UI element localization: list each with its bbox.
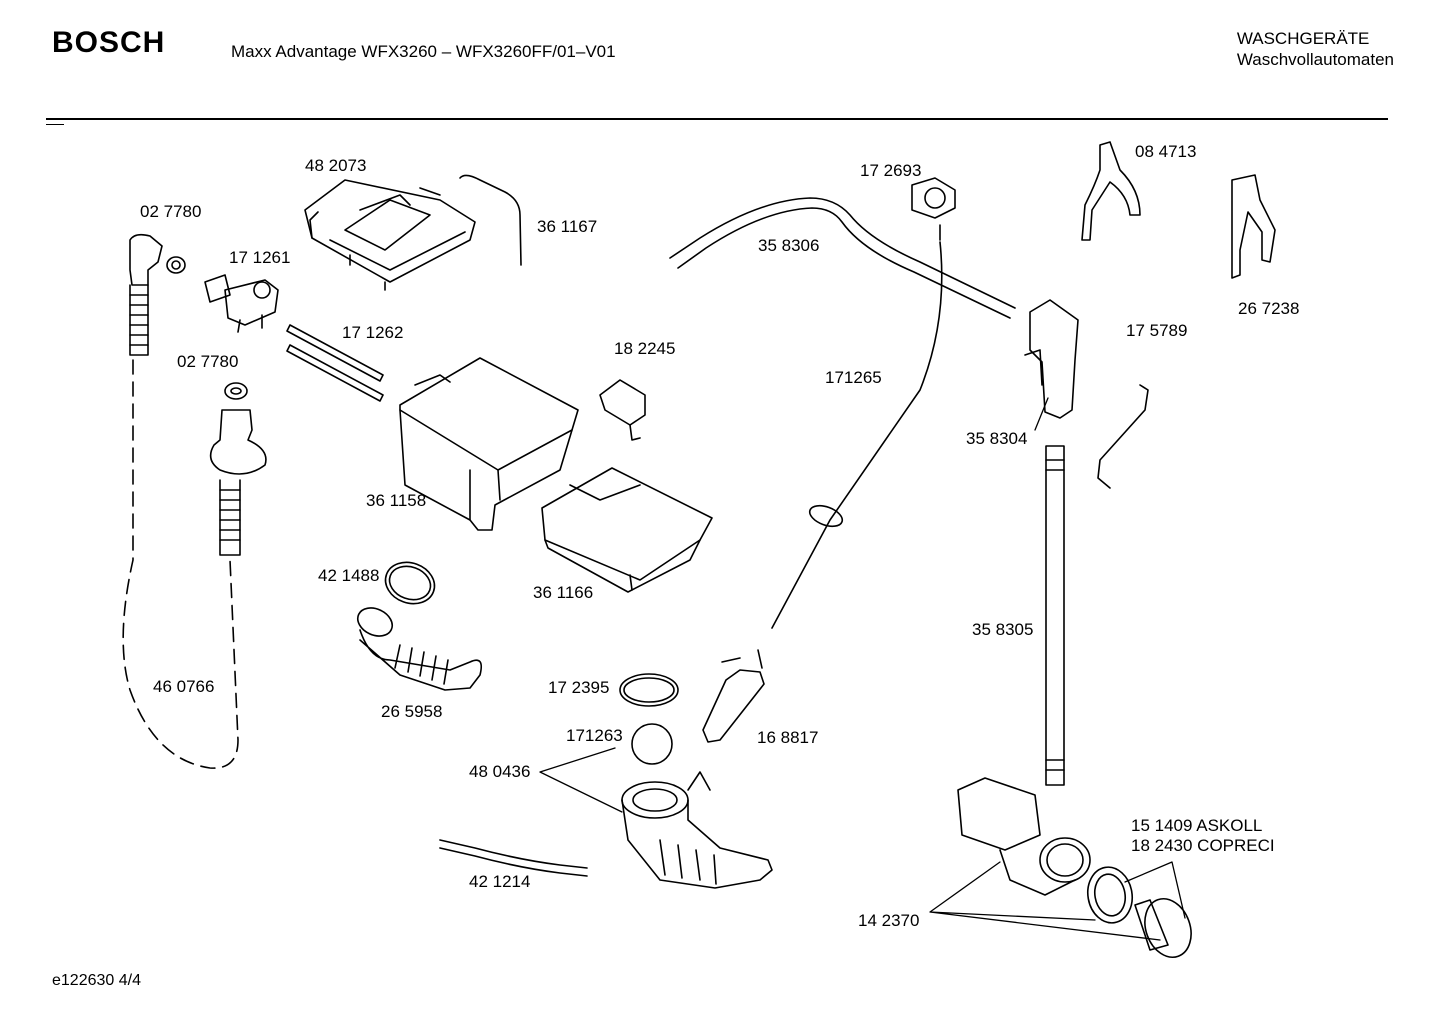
leader-151409 — [1124, 861, 1186, 919]
part-drawing-pressure-switch — [911, 177, 956, 241]
part-drawing-drawer-housing — [399, 357, 579, 531]
part-drawing-vertical-hose — [1045, 445, 1065, 786]
part-label-421214: 42 1214 — [469, 872, 531, 891]
leader-358304 — [1034, 397, 1049, 431]
part-drawing-tube-361167 — [459, 174, 522, 266]
part-drawing-rods — [286, 324, 384, 402]
part-drawing-bracket — [1081, 141, 1141, 241]
part-label-171265: 171265 — [825, 368, 882, 387]
leader-142370 — [929, 861, 1161, 941]
part-label-482073: 48 2073 — [305, 156, 367, 175]
part-drawing-arched-hose — [669, 197, 1016, 319]
divider-tick — [46, 124, 64, 125]
brand-logo: BOSCH — [52, 26, 166, 59]
part-drawing-inlet-hose-upper — [129, 233, 186, 356]
part-label-172395: 17 2395 — [548, 678, 610, 697]
part-drawing-clip — [599, 379, 646, 441]
part-drawing-ball — [631, 723, 673, 765]
part-label-172693: 17 2693 — [860, 161, 922, 180]
part-label-151409-askoll: 15 1409 ASKOLL — [1131, 816, 1263, 835]
part-drawing-cylinder — [702, 649, 765, 743]
part-label-142370: 14 2370 — [858, 911, 920, 930]
part-label-265958: 26 5958 — [381, 702, 443, 721]
part-label-361166: 36 1166 — [533, 583, 594, 602]
part-drawing-drawer — [541, 467, 713, 593]
part-drawing-bellows — [356, 607, 483, 691]
part-label-027780-lower: 02 7780 — [177, 352, 239, 371]
part-label-421488: 42 1488 — [318, 566, 380, 585]
part-drawing-dispenser-top — [304, 179, 476, 291]
part-label-182430-copreci: 18 2430 COPRECI — [1131, 836, 1275, 855]
part-drawing-filter-housing — [1024, 299, 1079, 419]
part-label-027780-upper: 02 7780 — [140, 202, 202, 221]
part-label-175789: 17 5789 — [1126, 321, 1188, 340]
part-drawing-inlet-valve — [204, 274, 279, 333]
document-id: e122630 4/4 — [52, 972, 141, 989]
part-drawing-ring-421488 — [384, 561, 436, 605]
category-line-2: Waschvollautomaten — [1236, 50, 1394, 69]
category-block: WASCHGERÄTE Waschvollautomaten — [1237, 28, 1394, 70]
category-line-1: WASCHGERÄTE — [1236, 29, 1370, 48]
part-drawing-ring-172395 — [619, 673, 679, 707]
part-label-171262: 17 1262 — [342, 323, 404, 342]
part-drawing-inlet-hose-lower — [209, 382, 267, 556]
part-label-267238: 26 7238 — [1238, 299, 1300, 318]
part-drawing-wire-rod — [1097, 384, 1149, 489]
part-label-171263: 171263 — [566, 726, 623, 745]
part-drawing-dashed-hose — [122, 359, 239, 769]
part-drawing-vertical-bracket — [1231, 174, 1276, 279]
part-drawing-hose-421214 — [439, 839, 588, 877]
part-label-084713: 08 4713 — [1135, 142, 1197, 161]
part-label-361167: 36 1167 — [537, 217, 598, 236]
header-divider — [46, 118, 1388, 120]
part-drawing-long-tube — [771, 241, 943, 629]
part-label-182245: 18 2245 — [614, 339, 676, 358]
leader-480436 — [539, 747, 623, 813]
part-drawing-drain-pump — [957, 777, 1192, 958]
part-drawing-sump — [621, 771, 773, 889]
part-label-358304: 35 8304 — [966, 429, 1028, 448]
part-label-168817: 16 8817 — [757, 728, 819, 747]
part-label-171261: 17 1261 — [229, 248, 291, 267]
part-label-358306: 35 8306 — [758, 236, 820, 255]
part-label-361158: 36 1158 — [366, 491, 427, 510]
part-label-358305: 35 8305 — [972, 620, 1034, 639]
model-title: Maxx Advantage WFX3260 – WFX3260FF/01–V0… — [231, 42, 616, 61]
part-label-460766: 46 0766 — [153, 677, 215, 696]
part-label-480436: 48 0436 — [469, 762, 531, 781]
